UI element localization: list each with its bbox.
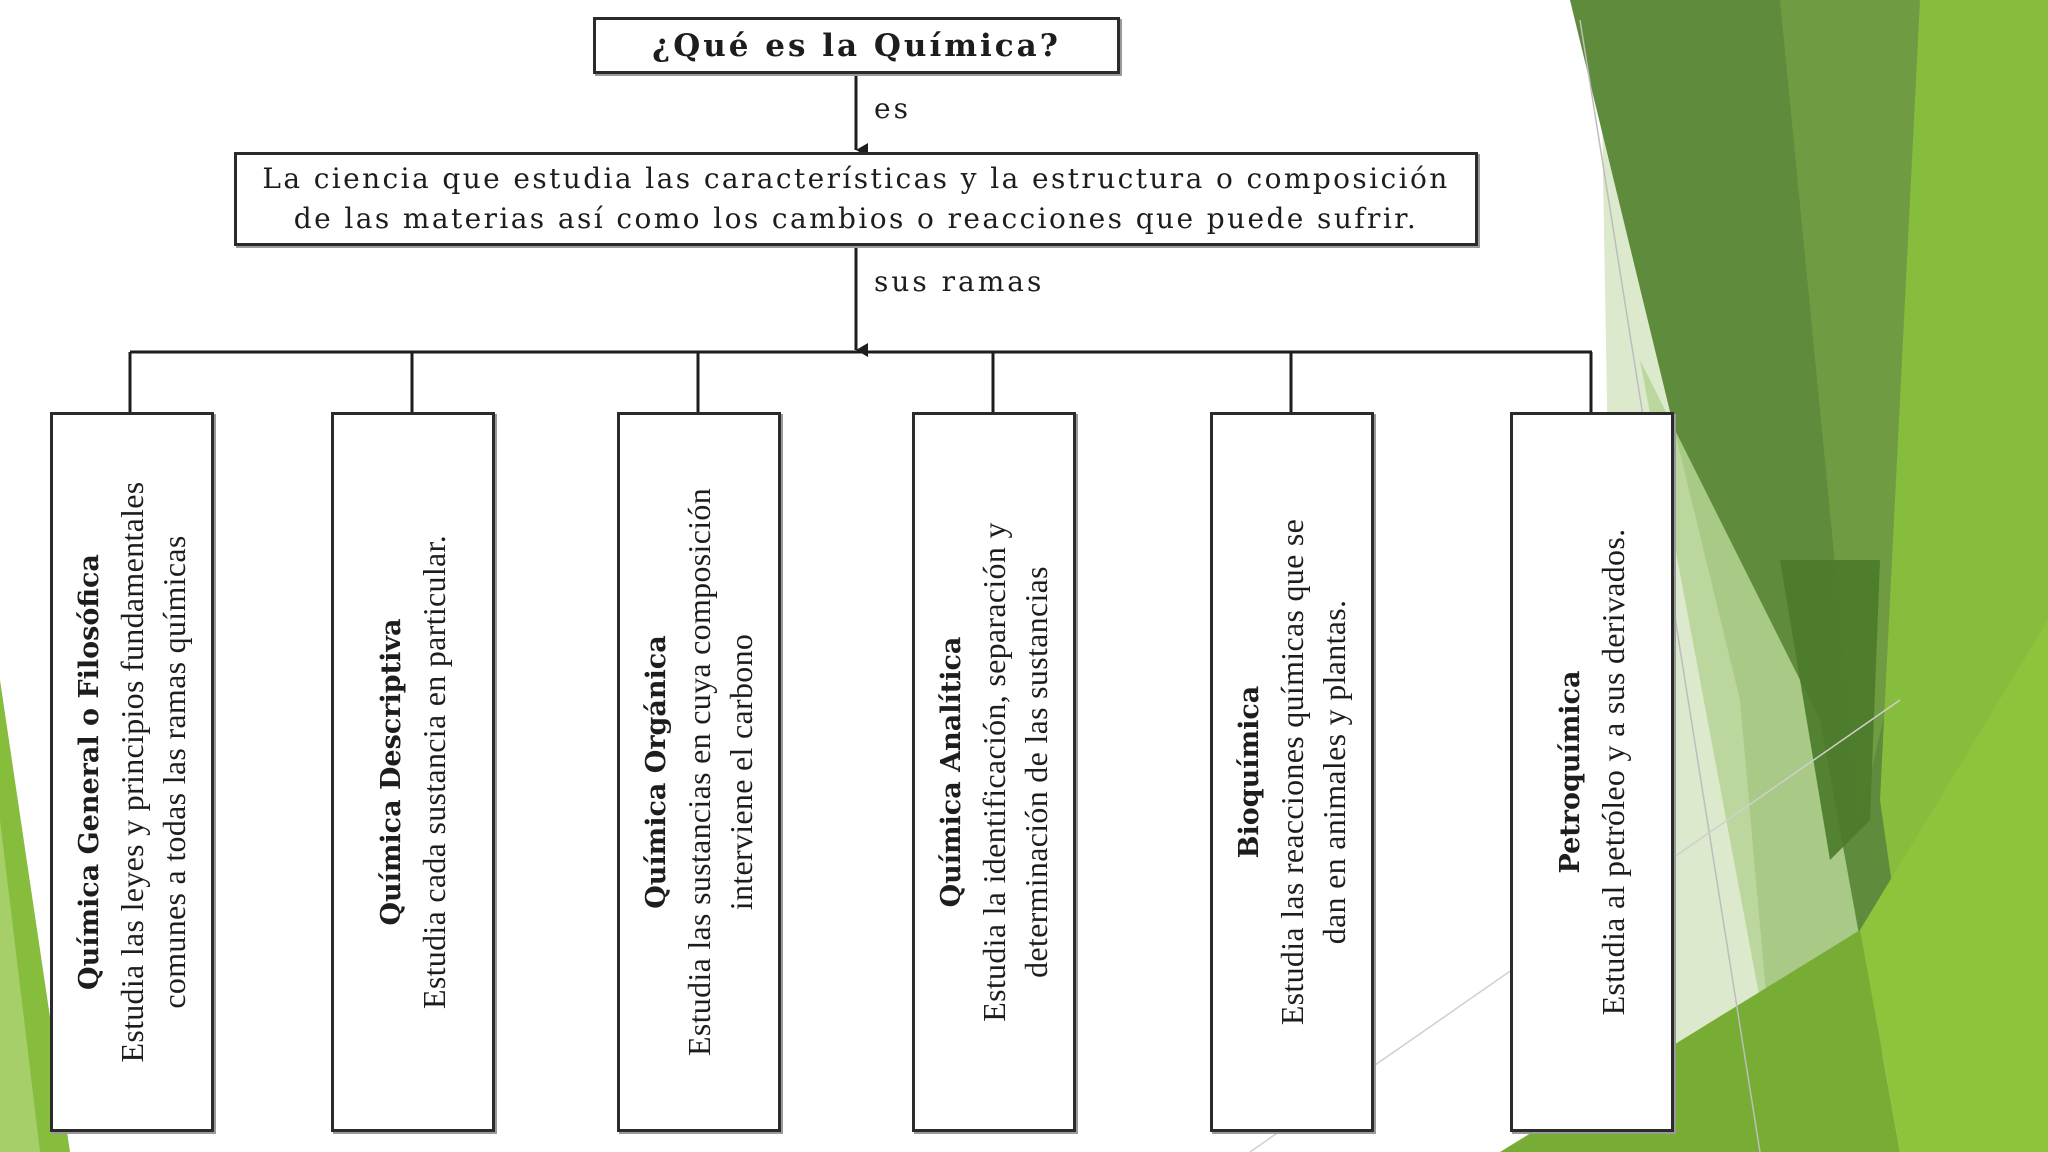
branch-name: Química Orgánica [641, 635, 672, 909]
branch-box-quimica-descriptiva: Química Descriptiva Estudia cada sustanc… [331, 412, 495, 1132]
branch-content: Química General o Filosófica Estudia las… [69, 432, 195, 1112]
definition-line-1: La ciencia que estudia las característic… [262, 162, 1450, 195]
branch-desc-line-2: interviene el carbono [723, 633, 759, 911]
connector-label-sus-ramas: sus ramas [874, 265, 1045, 298]
branch-content: Química Analítica Estudia la identificac… [931, 432, 1057, 1112]
title-text: ¿Qué es la Química? [652, 27, 1061, 64]
branch-name: Química General o Filosófica [74, 554, 105, 990]
branch-desc-line-1: Estudia las leyes y principios fundament… [114, 481, 150, 1063]
branch-box-petroquimica: Petroquímica Estudia al petróleo y a sus… [1510, 412, 1674, 1132]
title-box: ¿Qué es la Química? [593, 17, 1120, 74]
facet-left-light [0, 820, 40, 1152]
branch-box-quimica-general: Química General o Filosófica Estudia las… [50, 412, 214, 1132]
branch-box-quimica-organica: Química Orgánica Estudia las sustancias … [617, 412, 781, 1132]
branch-desc-line-2: dan en animales y plantas. [1316, 599, 1352, 945]
facet-darkest [1780, 560, 1880, 860]
branch-desc-line-2: comunes a todas las ramas químicas [156, 535, 192, 1009]
branch-desc-line-2: determinación de las sustancias [1018, 566, 1054, 978]
branch-content: Química Descriptiva Estudia cada sustanc… [371, 432, 455, 1112]
branch-desc-line-1: Estudia la identificación, separación y [976, 522, 1012, 1022]
connector-label-es: es [874, 92, 911, 125]
branch-desc-line-1: Estudia cada sustancia en particular. [416, 534, 452, 1010]
branch-name: Química Analítica [936, 636, 967, 908]
branch-box-quimica-analitica: Química Analítica Estudia la identificac… [912, 412, 1076, 1132]
facet-light [1640, 360, 1860, 1000]
definition-box: La ciencia que estudia las característic… [234, 152, 1478, 246]
branch-desc-line-1: Estudia al petróleo y a sus derivados. [1595, 528, 1631, 1016]
facet-lower-right [1860, 620, 2048, 1152]
branch-box-bioquimica: Bioquímica Estudia las reacciones químic… [1210, 412, 1374, 1132]
definition-line-2: de las materias así como los cambios o r… [293, 202, 1419, 235]
definition-text: La ciencia que estudia las característic… [262, 159, 1449, 239]
branch-name: Química Descriptiva [376, 618, 407, 926]
branch-content: Petroquímica Estudia al petróleo y a sus… [1550, 432, 1634, 1112]
branch-name: Bioquímica [1234, 685, 1265, 859]
branch-desc-line-1: Estudia las sustancias en cuya composici… [681, 487, 717, 1057]
branch-name: Petroquímica [1555, 670, 1586, 874]
branch-desc-line-1: Estudia las reacciones químicas que se [1274, 518, 1310, 1026]
branch-content: Química Orgánica Estudia las sustancias … [636, 432, 762, 1112]
branch-content: Bioquímica Estudia las reacciones químic… [1229, 432, 1355, 1112]
